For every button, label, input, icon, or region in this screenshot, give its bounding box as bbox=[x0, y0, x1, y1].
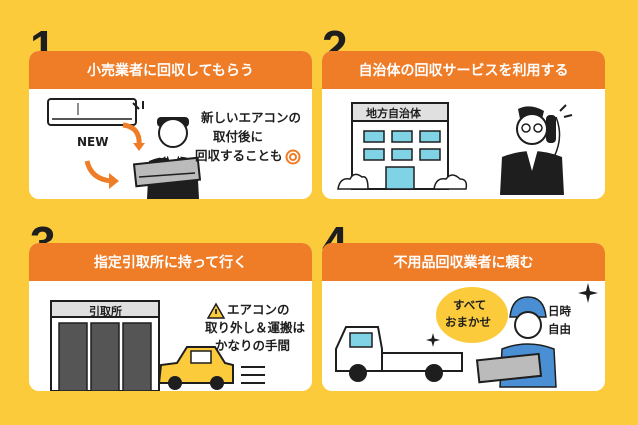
air-conditioner-icon bbox=[47, 98, 137, 126]
sparkle-icon bbox=[578, 283, 598, 303]
station-label: 引取所 bbox=[89, 305, 122, 318]
double-circle-icon bbox=[285, 149, 301, 165]
arrow-left-icon bbox=[84, 160, 119, 189]
old-air-conditioner-icon bbox=[132, 156, 202, 188]
step-body-2: 地方自治体 bbox=[322, 89, 605, 199]
step-note-line-3: 回収することも bbox=[195, 148, 283, 163]
step-note-line-1: エアコンの bbox=[227, 302, 290, 317]
building-label: 地方自治体 bbox=[366, 107, 421, 120]
bubble-left-line-1: すべて bbox=[453, 298, 487, 312]
speed-lines-icon bbox=[241, 366, 265, 384]
bubble-right-line-1: 日時 bbox=[548, 304, 571, 318]
collection-station-icon bbox=[50, 300, 160, 391]
warning-icon bbox=[206, 302, 226, 319]
step-body-1: NEW SHOP 新しいエアコンの 取付後に 回収することも bbox=[29, 89, 312, 199]
arrow-right-icon bbox=[122, 122, 145, 151]
step-card-3: 指定引取所に持って行く 引取所 エアコンの 取り外し＆運搬は かなりの手間 bbox=[29, 243, 312, 391]
step-body-3: 引取所 エアコンの 取り外し＆運搬は かなりの手間 bbox=[29, 281, 312, 391]
step-title-4: 不用品回収業者に頼む bbox=[322, 243, 605, 281]
car-icon bbox=[157, 346, 234, 390]
step-note-line-1: 新しいエアコンの bbox=[201, 110, 302, 125]
step-note-line-2: 取付後に bbox=[213, 129, 264, 144]
official-on-phone-icon bbox=[500, 104, 573, 195]
step-title-3: 指定引取所に持って行く bbox=[29, 243, 312, 281]
shop-label: SHOP bbox=[159, 151, 185, 160]
building-icon bbox=[337, 102, 468, 190]
speech-bubble-left bbox=[436, 287, 508, 343]
step-card-1: 小売業者に回収してもらう NEW SHOP bbox=[29, 51, 312, 199]
step-note-line-3: かなりの手間 bbox=[215, 338, 291, 353]
bubble-right-line-2: 自由 bbox=[548, 322, 571, 336]
bubble-left-line-2: おまかせ bbox=[445, 315, 491, 329]
old-air-conditioner-icon bbox=[475, 352, 543, 384]
step-title-1: 小売業者に回収してもらう bbox=[29, 51, 312, 89]
step-card-2: 自治体の回収サービスを利用する 地方自治体 bbox=[322, 51, 605, 199]
sparkle-icon bbox=[132, 101, 144, 110]
step-body-4: すべて おまかせ 日時 自由 bbox=[322, 281, 605, 391]
step-card-4: 不用品回収業者に頼む すべて おまかせ 日時 自由 bbox=[322, 243, 605, 391]
new-label: NEW bbox=[77, 135, 109, 149]
step-title-2: 自治体の回収サービスを利用する bbox=[322, 51, 605, 89]
truck-icon bbox=[335, 326, 463, 382]
sparkle-icon bbox=[426, 333, 440, 347]
step-note-line-2: 取り外し＆運搬は bbox=[205, 320, 306, 335]
